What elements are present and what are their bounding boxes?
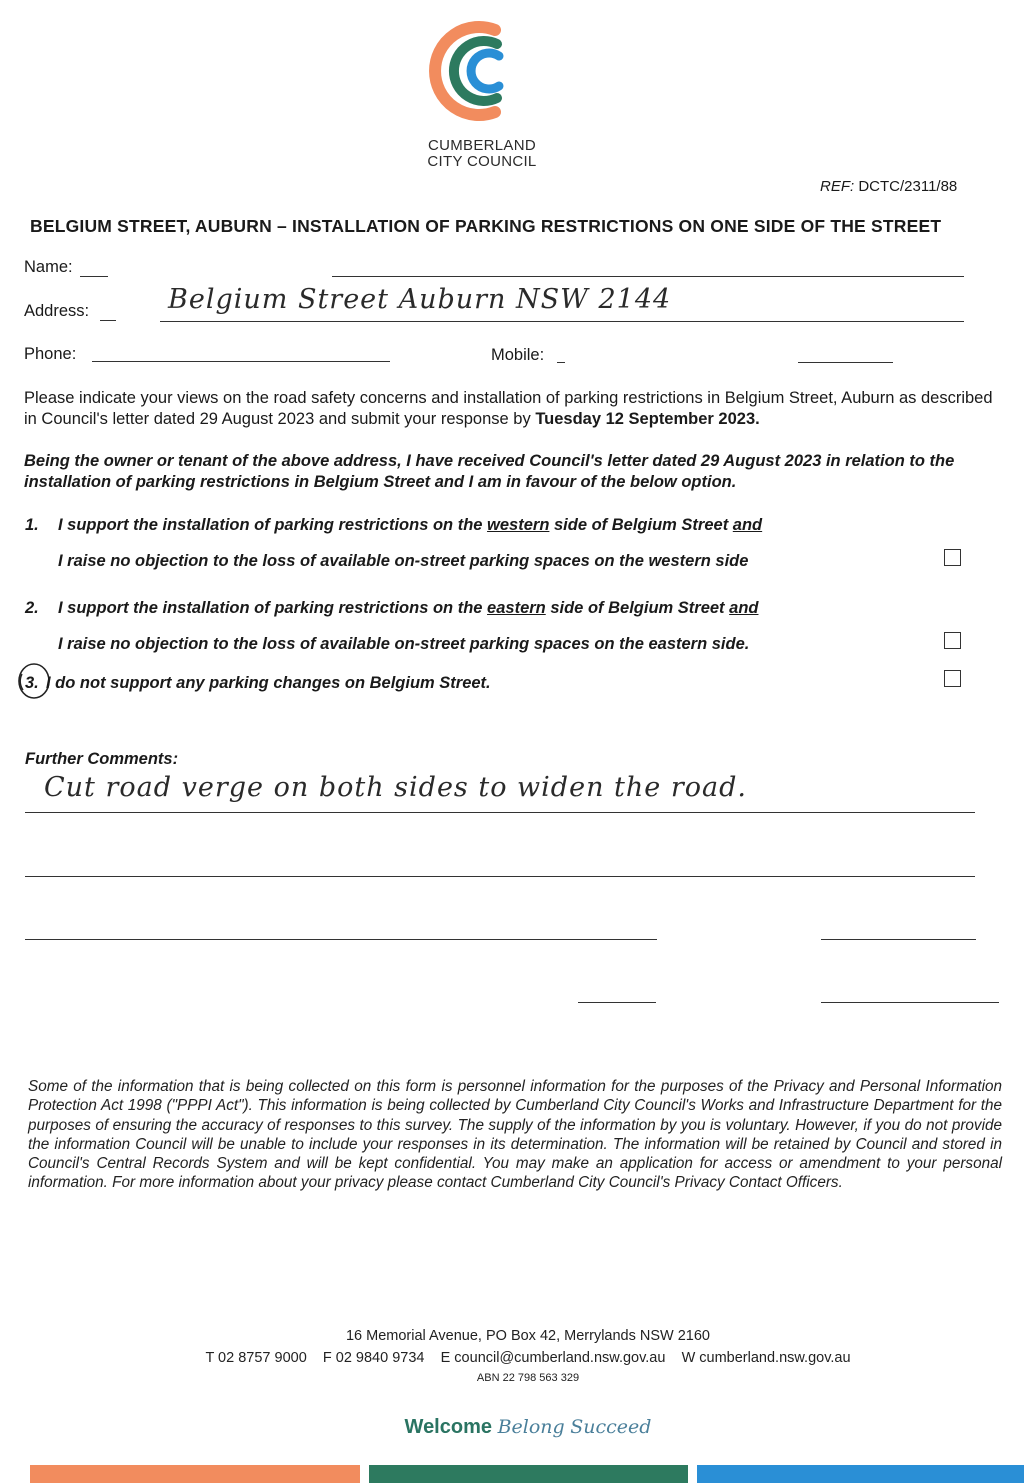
option-3-text: I do not support any parking changes on … xyxy=(46,674,491,692)
option-2-post: side of Belgium Street xyxy=(550,599,725,617)
ref-value: DCTC/2311/88 xyxy=(858,178,958,195)
comments-value: Cut road verge on both sides to widen th… xyxy=(44,772,747,803)
phone-field[interactable] xyxy=(92,361,390,362)
footer-phone: T 02 8757 9000 xyxy=(205,1350,307,1366)
council-logo xyxy=(0,12,1024,135)
instructions: Please indicate your views on the road s… xyxy=(24,388,1000,430)
option-2-line2: I raise no objection to the loss of avai… xyxy=(58,635,750,653)
council-name-line1: CUMBERLAND xyxy=(427,137,536,154)
footer-fax: F 02 9840 9734 xyxy=(322,1350,425,1366)
reference-number: REF: DCTC/2311/88 xyxy=(820,178,957,195)
name-field[interactable] xyxy=(332,276,964,277)
option-1-line2: I raise no objection to the loss of avai… xyxy=(58,552,749,570)
address-field[interactable] xyxy=(160,321,964,322)
comments-label: Further Comments: xyxy=(25,750,179,768)
comments-line-2[interactable] xyxy=(25,876,975,877)
footer-abn: ABN 22 798 563 329 xyxy=(476,1372,580,1384)
mobile-field[interactable] xyxy=(798,362,893,363)
comments-line-4b[interactable] xyxy=(821,1002,999,1003)
option-3-circle-mark xyxy=(18,663,50,699)
option-2-line1: I support the installation of parking re… xyxy=(58,599,758,618)
option-1-line1: I support the installation of parking re… xyxy=(58,516,762,535)
footer-address: 16 Memorial Avenue, PO Box 42, Merryland… xyxy=(345,1328,710,1344)
council-logo-icon xyxy=(429,21,504,121)
ref-label: REF: xyxy=(820,178,855,195)
address-value: Belgium Street Auburn NSW 2144 xyxy=(168,284,672,315)
tagline-belong: Belong xyxy=(497,1416,565,1438)
option-2-side: eastern xyxy=(487,599,546,617)
address-line-short xyxy=(100,320,116,321)
option-3-checkbox[interactable] xyxy=(944,670,961,687)
tagline-succeed: Succeed xyxy=(570,1416,652,1438)
option-1-side: western xyxy=(487,516,550,534)
option-1-number: 1. xyxy=(25,516,39,534)
tagline: Welcome Belong Succeed xyxy=(0,1416,1024,1439)
footer-email[interactable]: E council@cumberland.nsw.gov.au xyxy=(440,1350,666,1366)
tagline-welcome: Welcome xyxy=(404,1416,492,1438)
option-1-checkbox[interactable] xyxy=(944,549,961,566)
mobile-line-short xyxy=(557,362,565,363)
comments-line-3[interactable] xyxy=(25,939,657,940)
comments-line-4[interactable] xyxy=(578,1002,656,1003)
name-label: Name: xyxy=(24,258,73,276)
option-1-conj: and xyxy=(732,516,763,534)
owner-statement: Being the owner or tenant of the above a… xyxy=(24,452,955,491)
deadline: Tuesday 12 September 2023. xyxy=(535,410,760,428)
option-1-post: side of Belgium Street xyxy=(554,516,729,534)
comments-line-1[interactable] xyxy=(25,812,975,813)
address-label: Address: xyxy=(24,302,90,320)
name-line-short xyxy=(80,276,108,277)
footer-web[interactable]: W cumberland.nsw.gov.au xyxy=(681,1350,851,1366)
footer-contacts: T 02 8757 9000 F 02 9840 9734 E council@… xyxy=(0,1350,1024,1366)
footer-bar-green xyxy=(369,1465,688,1483)
option-3-number: 3. xyxy=(25,674,39,692)
option-1-pre: I support the installation of parking re… xyxy=(58,516,483,534)
option-2-conj: and xyxy=(729,599,759,617)
comments-line-3b[interactable] xyxy=(821,939,976,940)
phone-label: Phone: xyxy=(24,345,77,363)
council-name-line2: CITY COUNCIL xyxy=(427,153,537,170)
council-name: CUMBERLAND CITY COUNCIL xyxy=(0,138,964,170)
option-2-checkbox[interactable] xyxy=(944,632,961,649)
mobile-label: Mobile: xyxy=(491,346,545,364)
option-2-number: 2. xyxy=(25,599,39,617)
form-title: BELGIUM STREET, AUBURN – INSTALLATION OF… xyxy=(30,216,942,236)
privacy-notice: Some of the information that is being co… xyxy=(28,1078,1002,1192)
option-2-pre: I support the installation of parking re… xyxy=(58,599,483,617)
footer-bar-blue xyxy=(697,1465,1024,1483)
instructions-text: Please indicate your views on the road s… xyxy=(24,389,993,428)
footer-bar-orange xyxy=(30,1465,360,1483)
